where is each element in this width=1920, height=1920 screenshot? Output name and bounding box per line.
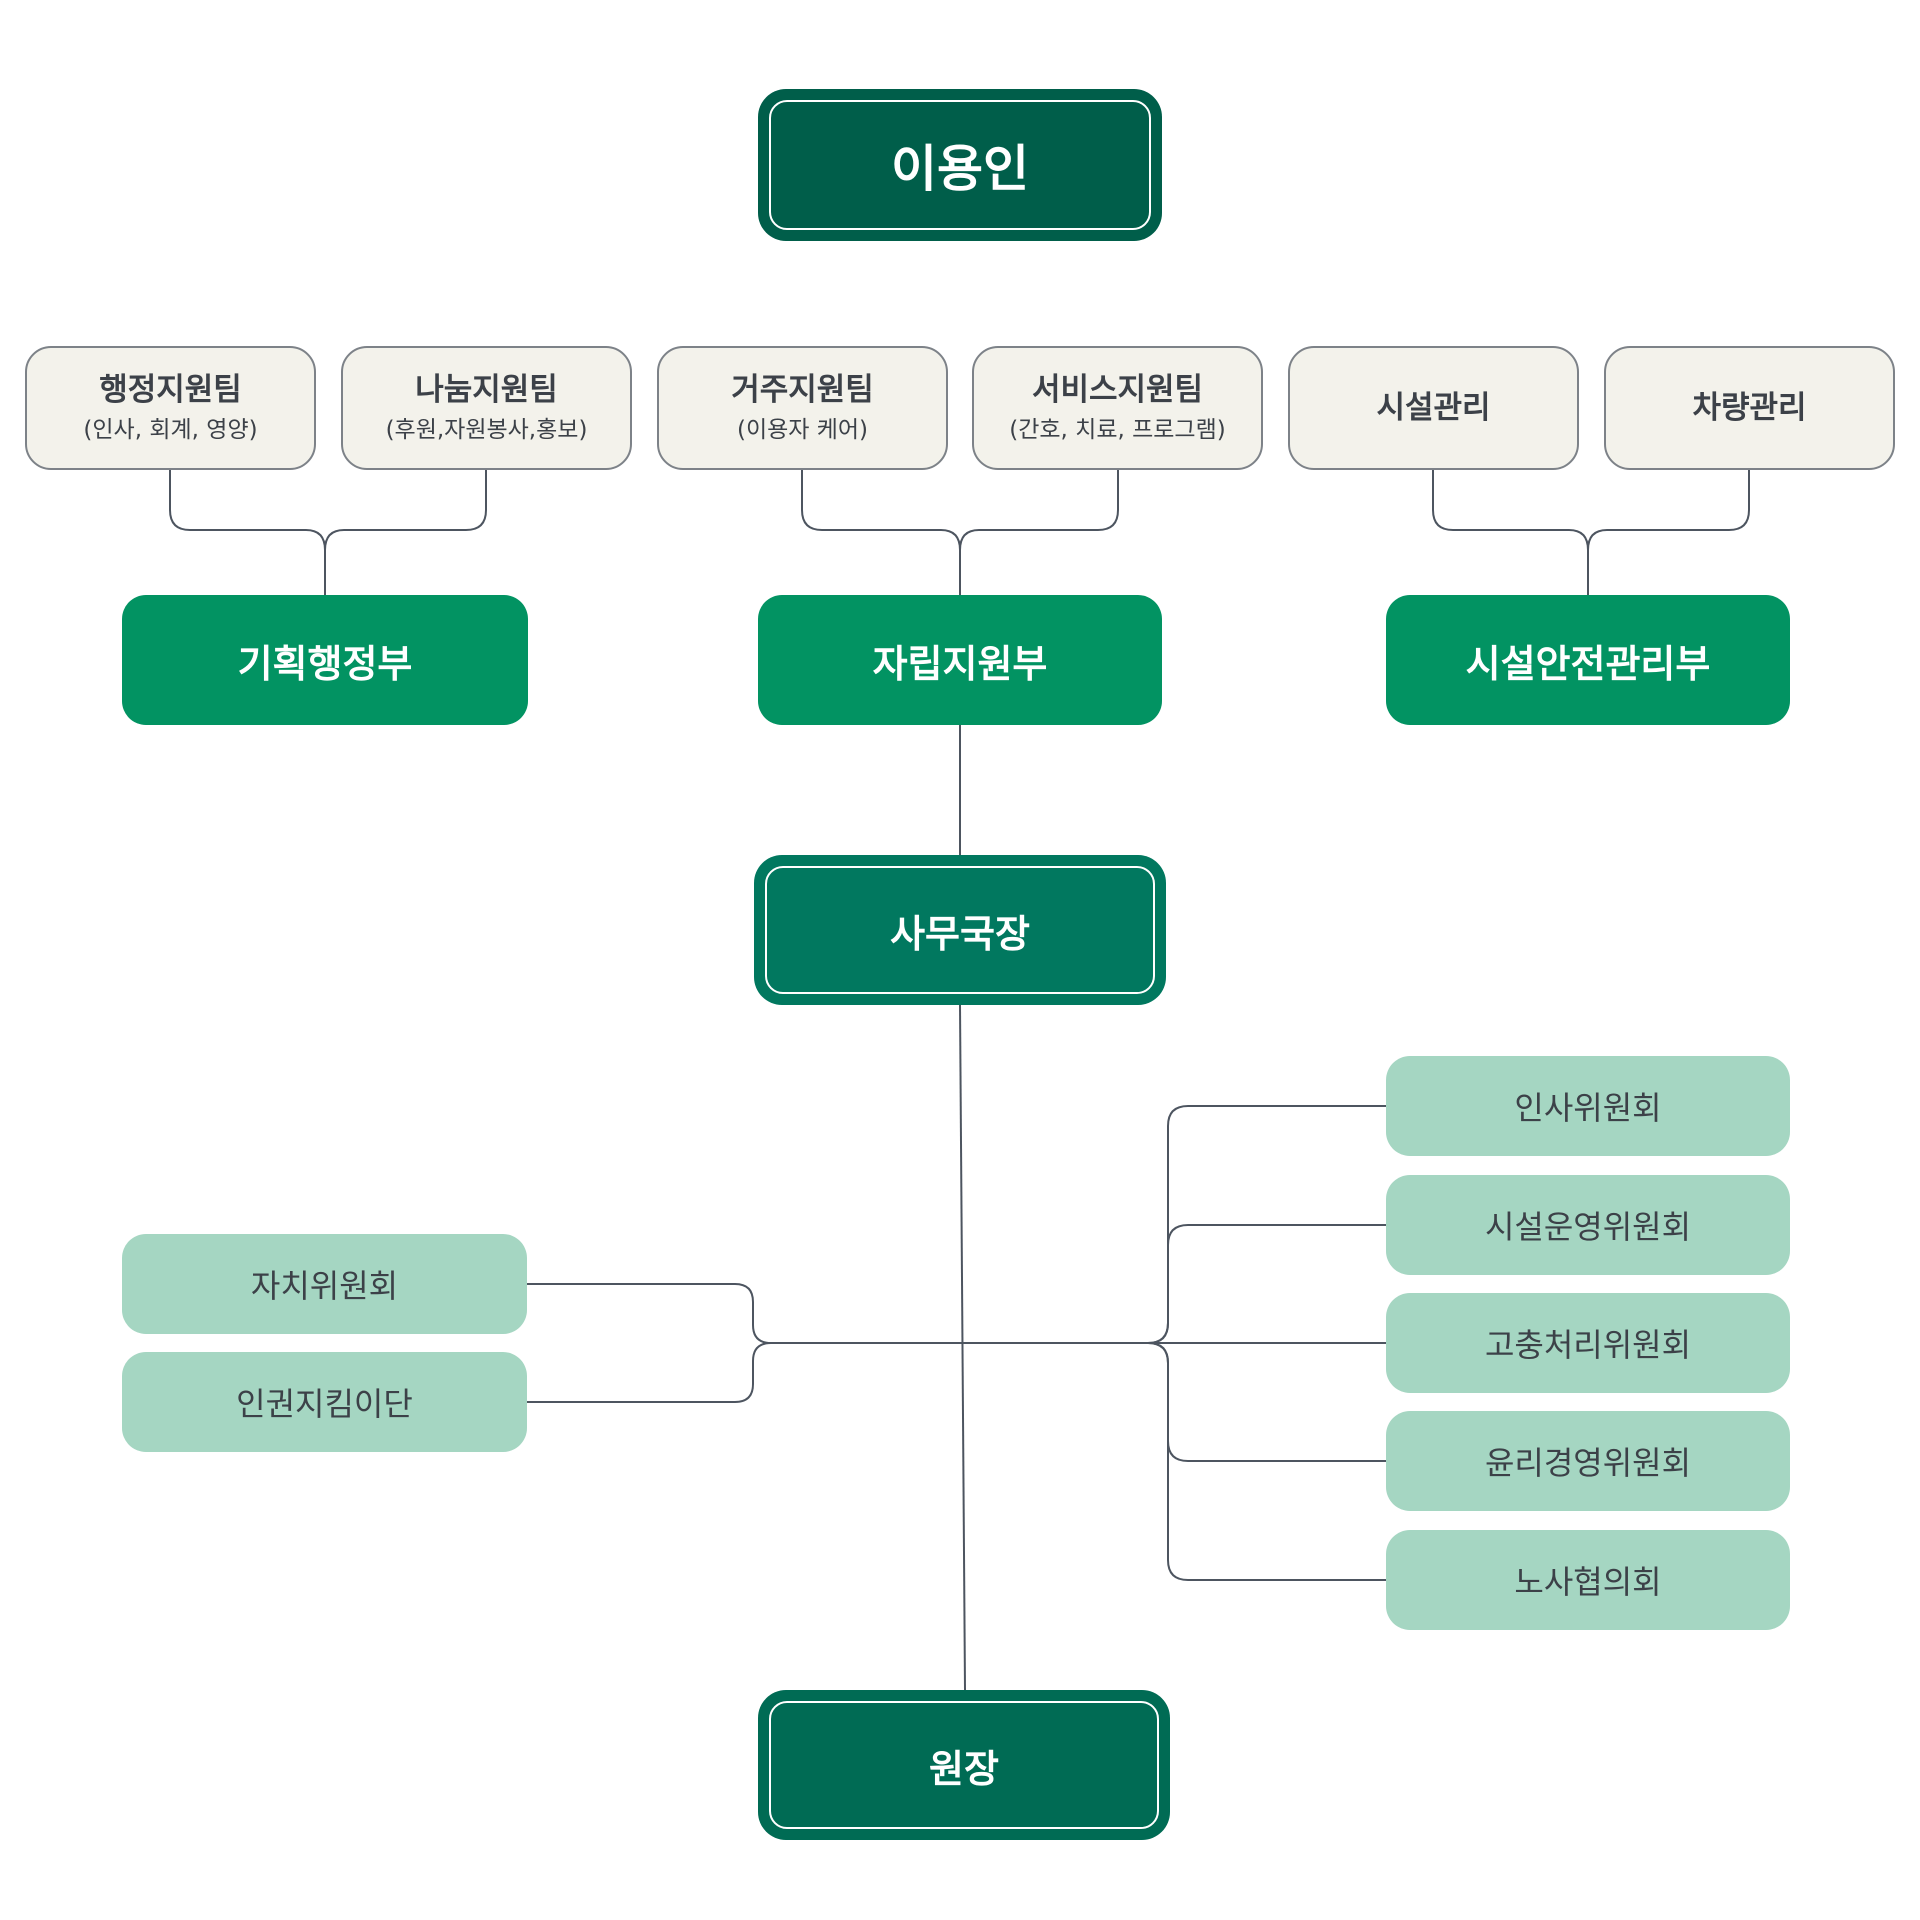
connector-left-committee-1 [527, 1283, 772, 1344]
committee-label: 인권지킴이단 [236, 1385, 413, 1423]
team-subtitle: (인사, 회계, 영양) [83, 417, 258, 444]
connector-secretary-director [959, 1004, 966, 1691]
connector-team-admin-right [324, 470, 487, 551]
committee-label: 자치위원회 [250, 1267, 399, 1305]
team-title: 나눔지원팀 [415, 371, 558, 408]
team-title: 서비스지원팀 [1031, 371, 1204, 408]
connector-right-committee-5 [1147, 1342, 1386, 1581]
secretary-general-label: 사무국장 [765, 866, 1155, 994]
connector-left-committee-2 [527, 1342, 772, 1403]
department-label: 자립지원부 [872, 641, 1048, 686]
team-box-sharing-support: 나눔지원팀 (후원,자원봉사,홍보) [341, 346, 632, 470]
committee-label: 고충처리위원회 [1484, 1326, 1692, 1364]
team-title: 거주지원팀 [731, 371, 874, 408]
committee-human-rights-guardians: 인권지킴이단 [122, 1352, 527, 1452]
connector-team-facility-right [1587, 470, 1750, 551]
top-user-label: 이용인 [769, 100, 1151, 230]
committee-ethics-management: 윤리경영위원회 [1386, 1411, 1790, 1511]
team-title: 시설관리 [1376, 389, 1491, 426]
committee-label: 윤리경영위원회 [1484, 1444, 1692, 1482]
department-label: 시설안전관리부 [1465, 641, 1711, 686]
team-box-facility-management: 시설관리 [1288, 346, 1579, 470]
committee-grievance: 고충처리위원회 [1386, 1293, 1790, 1393]
committee-label: 노사협의회 [1514, 1563, 1662, 1601]
team-box-vehicle-management: 차량관리 [1604, 346, 1895, 470]
secretary-general-box: 사무국장 [754, 855, 1166, 1005]
department-facility-safety: 시설안전관리부 [1386, 595, 1790, 725]
committee-facility-operation: 시설운영위원회 [1386, 1175, 1790, 1275]
connector-team-support-right [959, 470, 1119, 551]
team-subtitle: (후원,자원봉사,홍보) [385, 417, 588, 444]
connector-right-committee-2 [1147, 1224, 1386, 1344]
director-box: 원장 [758, 1690, 1170, 1840]
committee-label: 인사위원회 [1514, 1089, 1662, 1127]
top-user-box: 이용인 [758, 89, 1162, 241]
committee-label: 시설운영위원회 [1484, 1208, 1692, 1246]
team-title: 행정지원팀 [99, 371, 242, 408]
connector-team-facility-left [1432, 470, 1589, 595]
committee-personnel: 인사위원회 [1386, 1056, 1790, 1156]
committee-labor-management: 노사협의회 [1386, 1530, 1790, 1630]
director-label: 원장 [769, 1701, 1159, 1829]
team-box-residence-support: 거주지원팀 (이용자 케어) [657, 346, 948, 470]
team-subtitle: (간호, 치료, 프로그램) [1009, 417, 1226, 444]
connector-right-committee-4 [1147, 1342, 1386, 1462]
connector-team-admin-left [169, 470, 326, 595]
team-title: 차량관리 [1692, 389, 1807, 426]
committee-self-governance: 자치위원회 [122, 1234, 527, 1334]
team-subtitle: (이용자 케어) [736, 417, 869, 444]
department-independence-support: 자립지원부 [758, 595, 1162, 725]
department-planning-admin: 기획행정부 [122, 595, 528, 725]
team-box-service-support: 서비스지원팀 (간호, 치료, 프로그램) [972, 346, 1263, 470]
department-label: 기획행정부 [237, 641, 413, 686]
team-box-admin-support: 행정지원팀 (인사, 회계, 영양) [25, 346, 316, 470]
connector-team-support-left [801, 470, 961, 595]
